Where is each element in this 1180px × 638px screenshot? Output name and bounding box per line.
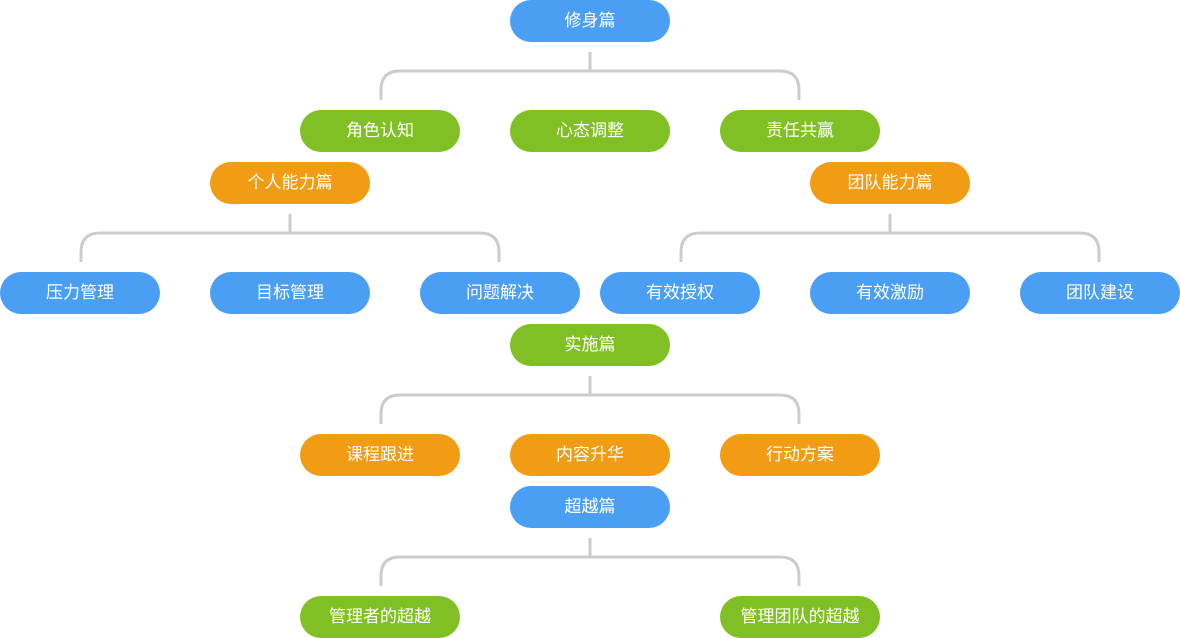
connector-shishi-right — [590, 393, 801, 424]
connector-xiushen — [379, 52, 801, 100]
node-zeren-gongying: 责任共赢 — [720, 110, 880, 152]
node-mubiao-guanli: 目标管理 — [210, 272, 370, 314]
node-tuandui-jianshe: 团队建设 — [1020, 272, 1180, 314]
node-neirong-shenghua: 内容升华 — [510, 434, 670, 476]
section-tuandui-nengli: 团队能力篇 — [810, 162, 970, 204]
node-guanli-tuandui-chaoyue: 管理团队的超越 — [720, 596, 880, 638]
section-shishi: 实施篇 — [510, 324, 670, 366]
connector-shishi — [379, 376, 592, 424]
connector-tuandui — [679, 214, 1101, 262]
section-geren-nengli: 个人能力篇 — [210, 162, 370, 204]
section-chaoyue: 超越篇 — [510, 486, 670, 528]
connector-geren — [79, 214, 501, 262]
node-xingdong-fangan: 行动方案 — [720, 434, 880, 476]
connector-chaoyue — [379, 538, 801, 586]
section-xiushen: 修身篇 — [510, 0, 670, 42]
node-guanlizhe-chaoyue: 管理者的超越 — [300, 596, 460, 638]
node-juese-renzhi: 角色认知 — [300, 110, 460, 152]
node-yali-guanli: 压力管理 — [0, 272, 160, 314]
node-youxiao-jili: 有效激励 — [810, 272, 970, 314]
node-youxiao-shouquan: 有效授权 — [600, 272, 760, 314]
node-xintai-tiaozheng: 心态调整 — [510, 110, 670, 152]
node-kecheng-genjin: 课程跟进 — [300, 434, 460, 476]
node-wenti-jiejue: 问题解决 — [420, 272, 580, 314]
